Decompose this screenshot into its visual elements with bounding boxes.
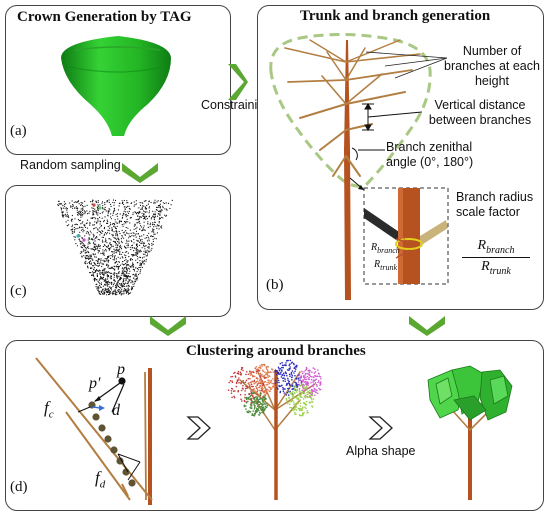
right-arrow-icon — [228, 64, 248, 100]
panel-c-label: (c) — [10, 283, 27, 299]
symbol-fc: fc — [44, 398, 54, 421]
radius-formula: Rbranch Rtrunk — [456, 238, 536, 277]
down-arrow-icon — [409, 316, 445, 336]
chevron-right-icon — [368, 416, 393, 440]
vertical-distance-note: Vertical distance between branches — [428, 98, 532, 127]
formula-numerator: Rbranch — [477, 238, 515, 256]
formula-denominator: Rtrunk — [481, 258, 511, 277]
symbol-p-prime: p′ — [89, 375, 101, 392]
point-cloud-dots — [57, 199, 173, 296]
formula-bar — [462, 256, 530, 258]
down-arrow-icon — [122, 163, 158, 183]
radius-scale-note: Branch radius scale factor — [456, 190, 534, 219]
panel-d-title: Clustering around branches — [186, 343, 366, 359]
alpha-shape-label: Alpha shape — [346, 444, 416, 458]
chevron-right-icon — [186, 416, 211, 440]
zenithal-angle-note: Branch zenithal angle (0°, 180°) — [386, 140, 474, 169]
panel-a-title: Crown Generation by TAG — [17, 9, 192, 25]
constraining-label: Constraining — [201, 98, 272, 112]
inset-r-trunk: Rtrunk — [374, 259, 397, 272]
down-arrow-icon — [150, 316, 186, 336]
inset-r-branch: Rbranch — [371, 242, 400, 255]
panel-b-label: (b) — [266, 277, 284, 293]
symbol-fd: fd — [95, 468, 106, 491]
symbol-p: p — [117, 361, 125, 378]
symbol-d: d — [112, 402, 120, 419]
panel-a-label: (a) — [10, 123, 27, 139]
panel-d-label: (d) — [10, 479, 28, 495]
segmented-points — [227, 359, 322, 417]
random-sampling-label: Random sampling — [20, 158, 121, 172]
panel-b-title: Trunk and branch generation — [300, 8, 491, 24]
branches-per-height-note: Number of branches at each height — [444, 44, 540, 88]
